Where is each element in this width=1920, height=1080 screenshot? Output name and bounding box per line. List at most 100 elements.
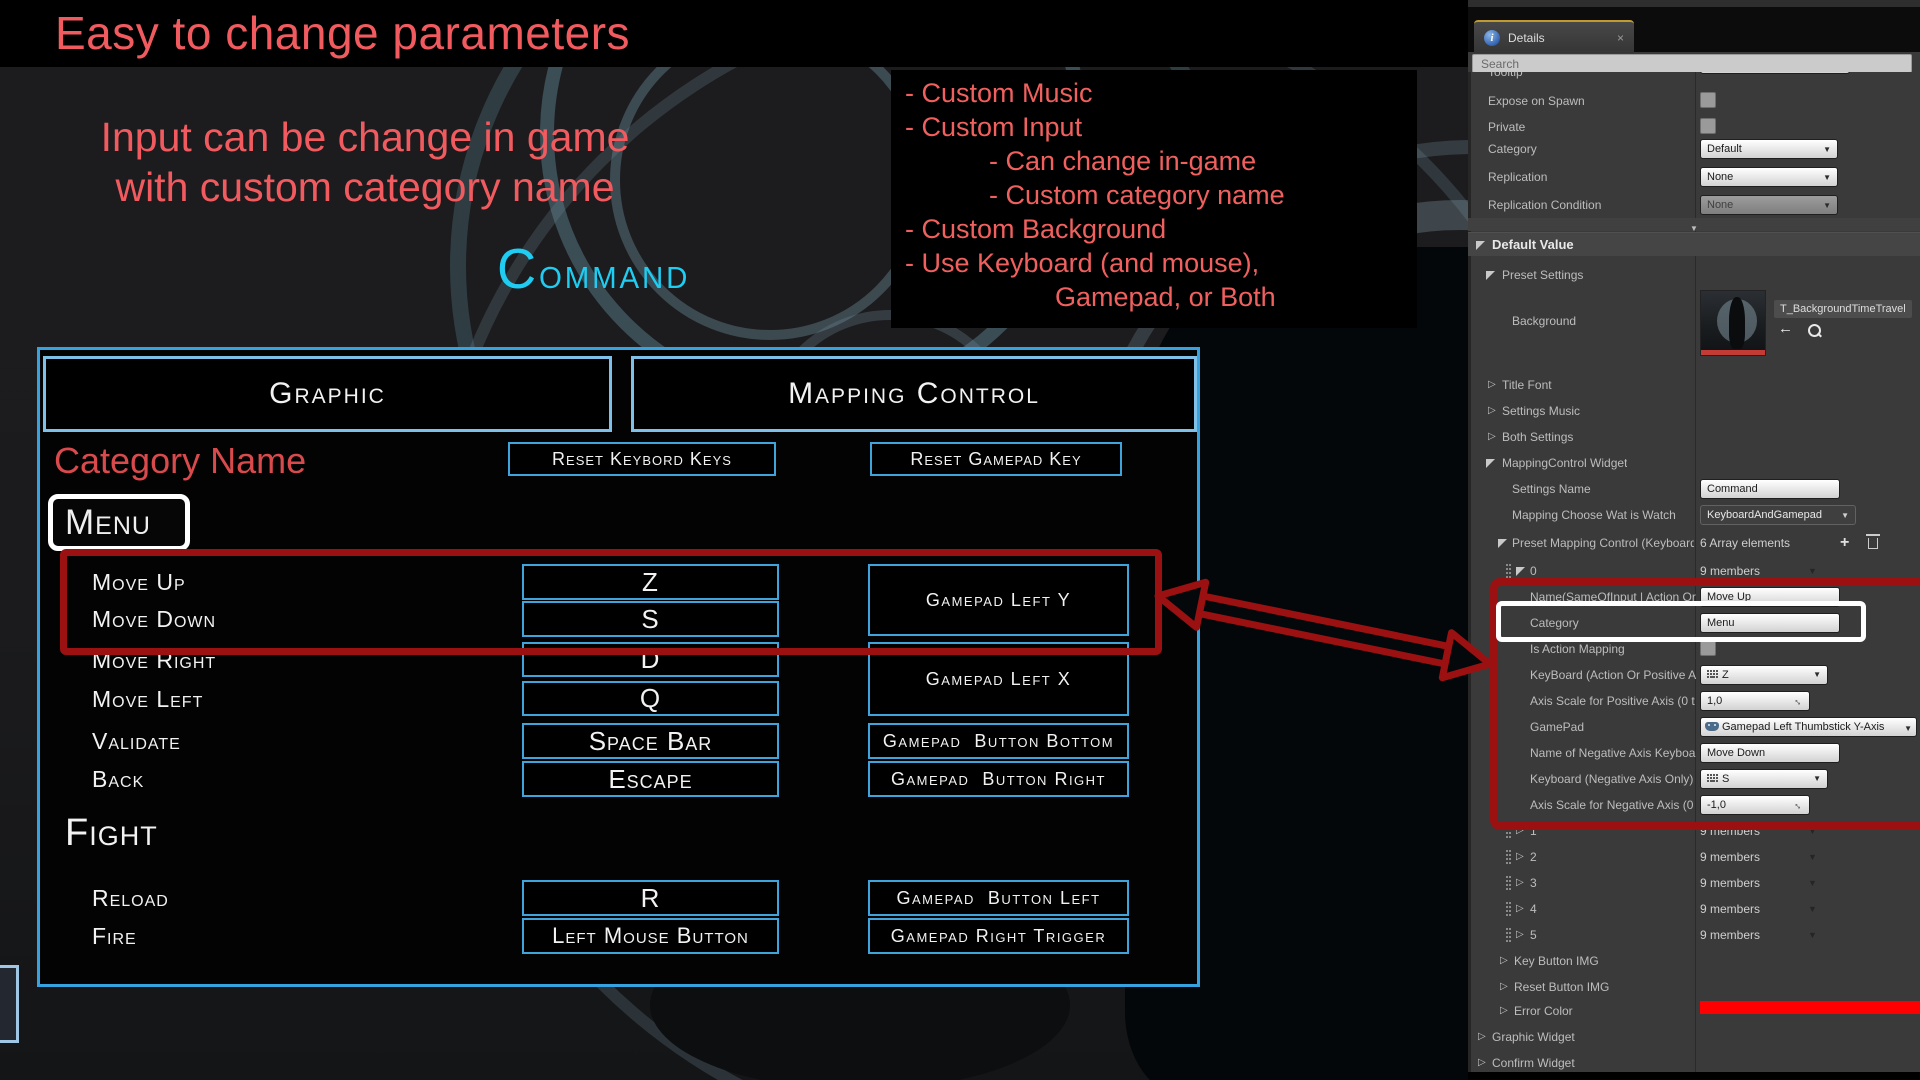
- drag-handle-icon[interactable]: [1506, 876, 1512, 890]
- chevron-down-icon[interactable]: ▼: [1808, 852, 1817, 862]
- top-banner: Easy to change parameters: [0, 0, 1468, 67]
- keybind-button-move-up[interactable]: Z: [522, 564, 779, 600]
- settings-name-field[interactable]: Command: [1700, 479, 1840, 499]
- keybind-button-fire[interactable]: Left Mouse Button: [522, 918, 779, 954]
- tab-mapping-control[interactable]: Mapping Control: [631, 356, 1197, 432]
- keybind-button-back[interactable]: Escape: [522, 761, 779, 797]
- name-negative-field[interactable]: Move Down: [1700, 743, 1840, 763]
- property-label: Axis Scale for Negative Axis (0: [1530, 798, 1694, 812]
- gamepad-button-vertical-axis[interactable]: Gamepad Left Y: [868, 564, 1129, 636]
- gamepad-button-horizontal-axis[interactable]: Gamepad Left X: [868, 642, 1129, 716]
- drag-handle-icon[interactable]: [1506, 850, 1512, 864]
- replication-dropdown[interactable]: None▼: [1700, 167, 1838, 187]
- keybind-button-move-down[interactable]: S: [522, 601, 779, 637]
- search-input[interactable]: [1472, 54, 1912, 73]
- tab-graphic[interactable]: Graphic: [43, 356, 612, 432]
- chevron-down-icon[interactable]: ▼: [1808, 566, 1817, 576]
- property-label: Keyboard (Negative Axis Only): [1530, 772, 1694, 786]
- category-row-graphic-widget[interactable]: ▷ Graphic Widget: [1468, 1024, 1920, 1050]
- advanced-expander[interactable]: ▼: [1468, 218, 1920, 233]
- keybind-button-validate[interactable]: Space Bar: [522, 723, 779, 759]
- feature-item: - Custom Input: [905, 112, 1083, 142]
- error-color-swatch[interactable]: [1700, 1001, 1920, 1014]
- keybind-button-move-right[interactable]: D: [522, 642, 779, 677]
- gamepad-button-back[interactable]: Gamepad Button Right: [868, 761, 1129, 797]
- members-count: 9 members: [1700, 876, 1761, 890]
- close-icon[interactable]: ×: [1616, 30, 1624, 45]
- keybind-reload: R: [640, 882, 661, 913]
- array-element-row-5[interactable]: ▷ 5 9 members ▼: [1468, 922, 1920, 948]
- category-inner-field[interactable]: Menu: [1700, 613, 1840, 633]
- add-element-icon[interactable]: +: [1840, 534, 1850, 551]
- browse-to-asset-icon[interactable]: [1808, 324, 1821, 337]
- axis-scale-negative-field[interactable]: -1,0↔: [1700, 795, 1810, 815]
- reset-gamepad-key-button[interactable]: Reset Gamepad Key: [870, 442, 1122, 476]
- drag-resize-icon: ↔: [1790, 798, 1806, 814]
- mapping-choose-dropdown[interactable]: KeyboardAndGamepad▼: [1700, 505, 1856, 525]
- category-row-key-button-img[interactable]: ▷ Key Button IMG: [1468, 948, 1920, 974]
- private-checkbox[interactable]: [1700, 118, 1716, 134]
- keyboard-negative-dropdown[interactable]: S▼: [1700, 769, 1828, 789]
- gamepad-button-fire[interactable]: Gamepad Right Trigger: [868, 918, 1129, 954]
- drag-handle-icon[interactable]: [1506, 928, 1512, 942]
- name-positive-field[interactable]: Move Up: [1700, 587, 1840, 607]
- gamepad-button-reload[interactable]: Gamepad Button Left: [868, 880, 1129, 916]
- tooltip-field[interactable]: [1700, 72, 1850, 74]
- element-label: 2: [1530, 850, 1537, 864]
- gamepad-button-validate[interactable]: Gamepad Button Bottom: [868, 723, 1129, 759]
- chevron-down-icon[interactable]: ▼: [1808, 904, 1817, 914]
- drag-handle-icon[interactable]: [1506, 824, 1512, 838]
- category-row-mappingcontrol-widget[interactable]: MappingControl Widget: [1468, 450, 1920, 476]
- category-row-both-settings[interactable]: ▷ Both Settings: [1468, 424, 1920, 450]
- is-action-mapping-checkbox[interactable]: [1700, 640, 1716, 656]
- array-element-row-3[interactable]: ▷ 3 9 members ▼: [1468, 870, 1920, 896]
- feature-item: - Custom Music: [905, 78, 1093, 108]
- category-label: Key Button IMG: [1514, 954, 1599, 968]
- drag-handle-icon[interactable]: [1506, 902, 1512, 916]
- category-row-reset-button-img[interactable]: ▷ Reset Button IMG: [1468, 974, 1920, 1000]
- property-label: Background: [1512, 314, 1577, 328]
- trash-icon[interactable]: [1866, 534, 1880, 549]
- reset-keyboard-keys-button[interactable]: Reset Keybord Keys: [508, 442, 776, 476]
- section-label-fight: Fight: [65, 812, 158, 854]
- chevron-down-icon[interactable]: ▼: [1808, 930, 1817, 940]
- chevron-down-icon[interactable]: ▼: [1808, 878, 1817, 888]
- array-element-row-0[interactable]: 0 9 members ▼: [1468, 558, 1920, 584]
- keybind-fire: Left Mouse Button: [552, 923, 749, 948]
- intro-text: Input can be change in game with custom …: [20, 112, 710, 212]
- details-tab[interactable]: i Details ×: [1474, 20, 1634, 53]
- replication-condition-value: None: [1707, 199, 1734, 211]
- chevron-down-icon: ▼: [1690, 224, 1698, 233]
- array-element-row-4[interactable]: ▷ 4 9 members ▼: [1468, 896, 1920, 922]
- category-row-settings-music[interactable]: ▷ Settings Music: [1468, 398, 1920, 424]
- drag-handle-icon[interactable]: [1506, 564, 1512, 578]
- category-row-title-font[interactable]: ▷ Title Font: [1468, 372, 1920, 398]
- column-divider[interactable]: [1695, 72, 1696, 1072]
- expose-on-spawn-checkbox[interactable]: [1700, 92, 1716, 108]
- keybind-button-move-left[interactable]: Q: [522, 681, 779, 716]
- gamepad-dropdown[interactable]: Gamepad Left Thumbstick Y-Axis▼: [1700, 717, 1917, 737]
- category-row-confirm-widget[interactable]: ▷ Confirm Widget: [1468, 1050, 1920, 1072]
- element-label: 4: [1530, 902, 1537, 916]
- use-selected-asset-icon[interactable]: ←: [1778, 320, 1793, 337]
- property-row-error-color[interactable]: ▷ Error Color: [1468, 998, 1920, 1024]
- collapsed-arrow-icon: ▷: [1478, 1057, 1486, 1068]
- chevron-down-icon[interactable]: ▼: [1808, 826, 1817, 836]
- axis-scale-positive-field[interactable]: 1,0↔: [1700, 691, 1810, 711]
- red-double-arrow: [1154, 578, 1494, 682]
- category-row-preset-settings[interactable]: Preset Settings: [1468, 262, 1920, 288]
- property-label: Replication: [1488, 170, 1548, 184]
- replication-condition-dropdown: None▼: [1700, 195, 1838, 215]
- category-menu-label: Menu: [65, 502, 151, 542]
- array-element-row-2[interactable]: ▷ 2 9 members ▼: [1468, 844, 1920, 870]
- property-row-tooltip: Tooltip: [1468, 72, 1920, 85]
- category-dropdown[interactable]: Default▼: [1700, 139, 1838, 159]
- array-element-row-1[interactable]: ▷ 1 9 members ▼: [1468, 818, 1920, 844]
- section-header-default-value[interactable]: Default Value: [1468, 232, 1920, 256]
- keyboard-positive-dropdown[interactable]: Z▼: [1700, 665, 1828, 685]
- texture-asset-name[interactable]: T_BackgroundTimeTravel: [1774, 300, 1912, 318]
- background-texture-thumbnail[interactable]: [1700, 290, 1766, 356]
- keybind-button-reload[interactable]: R: [522, 880, 779, 916]
- collapsed-arrow-icon: ▷: [1500, 981, 1508, 992]
- array-row-preset-mapping-control[interactable]: Preset Mapping Control (Keyboard a 6 Arr…: [1468, 530, 1920, 556]
